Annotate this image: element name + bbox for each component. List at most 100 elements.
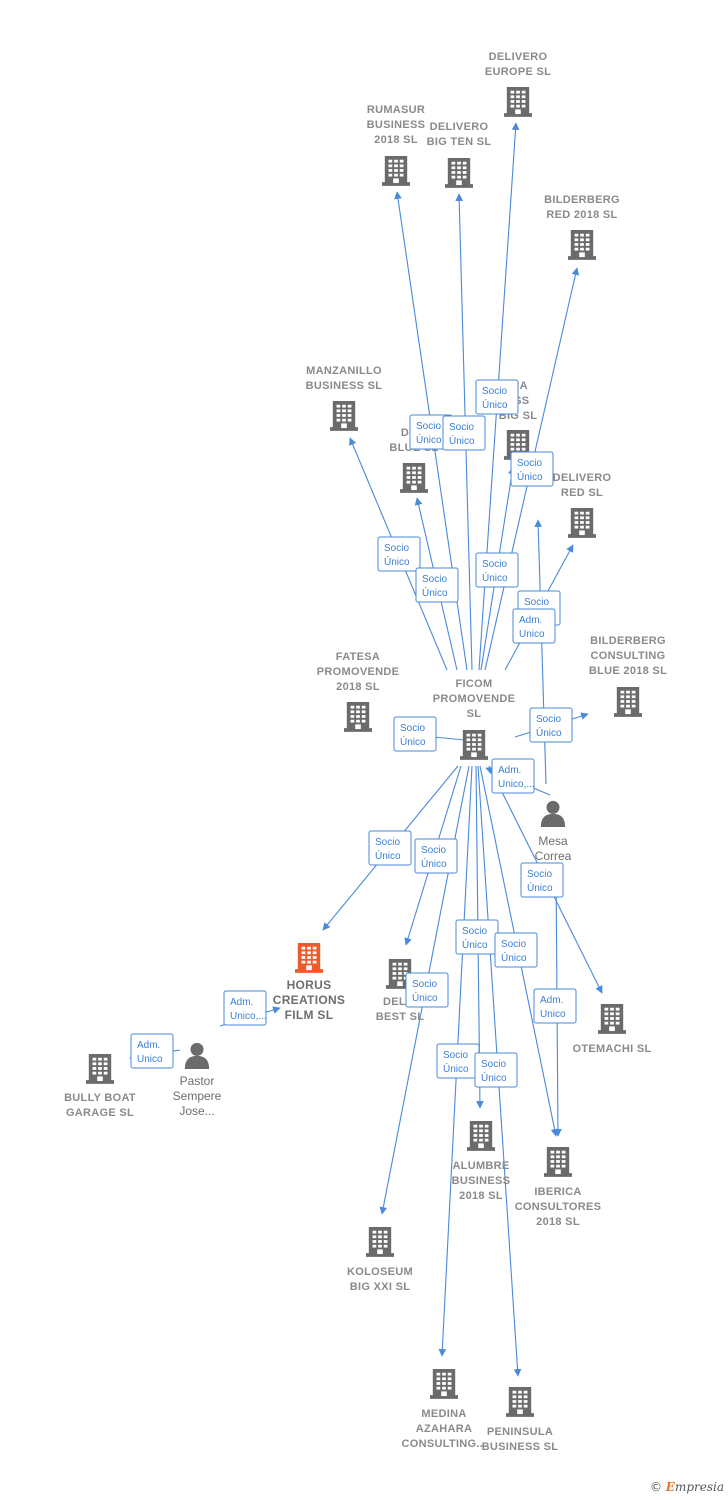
node-label-line: BULLY BOAT xyxy=(64,1092,136,1104)
edge-label-mesa-to-iberica_cons[interactable]: Adm.Unico xyxy=(533,988,577,1024)
edge-label-line: Socio xyxy=(422,574,447,585)
node-label-line: Jose... xyxy=(179,1104,214,1118)
building-icon xyxy=(568,230,596,260)
node-label-line: BEST SL xyxy=(376,1011,425,1023)
node-label-line: ALUMBRE xyxy=(452,1160,509,1172)
node-label-line: BILDERBERG xyxy=(590,635,666,647)
node-label-line: 2018 SL xyxy=(336,681,380,693)
building-icon xyxy=(295,943,323,973)
edge-label-line: Socio xyxy=(416,421,441,432)
edge-label-pastor-to-horus[interactable]: Adm.Unico,... xyxy=(223,990,267,1026)
node-label-line: FATESA xyxy=(336,651,380,663)
node-label-line: RED 2018 SL xyxy=(546,209,617,221)
node-label-line: FILM SL xyxy=(285,1008,334,1022)
building-icon xyxy=(467,1121,495,1151)
node-label-line: BIG TEN SL xyxy=(427,136,492,148)
edge-label-line: Único xyxy=(400,735,426,748)
node-label-line: PROMOVENDE xyxy=(317,666,399,678)
company-node-bilderberg_red[interactable]: BILDERBERG RED 2018 SL xyxy=(544,194,620,260)
building-icon xyxy=(460,730,488,760)
node-label-line: Correa xyxy=(535,849,572,863)
node-label-line: BILDERBERG xyxy=(544,194,620,206)
edge-label-line: Único xyxy=(482,571,508,584)
edge-label-line: Socio xyxy=(481,1059,506,1070)
edge-label-line: Único xyxy=(527,881,553,894)
edge-label-line: Único xyxy=(517,470,543,483)
node-label-line: SL xyxy=(467,708,482,720)
node-label-line: PENINSULA xyxy=(487,1426,553,1438)
building-icon xyxy=(330,401,358,431)
node-label-line: Sempere xyxy=(173,1089,222,1103)
node-label-line: CONSULTING xyxy=(591,650,666,662)
node-label-line: CONSULTING... xyxy=(402,1438,487,1450)
node-label-line: RUMASUR xyxy=(367,104,425,116)
watermark: © Empresia xyxy=(650,1480,724,1494)
edge-label-mesa-to-ficom[interactable]: Adm.Unico xyxy=(512,608,556,644)
node-label-line: CONSULTORES xyxy=(515,1201,602,1213)
node-label-line: AZAHARA xyxy=(416,1423,472,1435)
building-icon xyxy=(544,1147,572,1177)
company-node-medina[interactable]: MEDINAAZAHARACONSULTING... xyxy=(402,1369,487,1450)
person-node-pastor[interactable]: PastorSempereJose... xyxy=(173,1042,222,1118)
node-label-line: DELIVERO xyxy=(489,51,548,63)
edge-label-line: Único xyxy=(443,1062,469,1075)
node-label-line: BIG XXI SL xyxy=(350,1281,410,1293)
edge-label-line: Socio xyxy=(412,979,437,990)
node-label-line: BUSINESS SL xyxy=(306,380,383,392)
node-label-line: Pastor xyxy=(180,1074,215,1088)
person-icon xyxy=(184,1042,210,1069)
building-icon xyxy=(400,463,428,493)
edge-label-line: Único xyxy=(375,849,401,862)
node-label-line: IBERICA xyxy=(534,1186,581,1198)
brand-logo-initial: E xyxy=(665,1480,675,1494)
edge-label-line: Socio xyxy=(501,939,526,950)
edge-label-line: Socio xyxy=(421,845,446,856)
edge-label-line: Unico xyxy=(519,629,545,640)
company-node-fatesa[interactable]: FATESA PROMOVENDE 2018 SL xyxy=(317,651,399,732)
node-label-line: Mesa xyxy=(538,834,568,848)
edge-label-line: Único xyxy=(449,434,475,447)
edge-label-line: Socio xyxy=(462,926,487,937)
node-label-line: CREATIONS xyxy=(273,993,345,1007)
building-icon xyxy=(86,1054,114,1084)
node-label-line: BUSINESS xyxy=(452,1175,511,1187)
company-node-otemachi[interactable]: OTEMACHI SL xyxy=(572,1004,651,1055)
edge-label-line: Único xyxy=(482,398,508,411)
edge-label-mesa-to-ficom[interactable]: Adm.Unico,... xyxy=(491,758,535,794)
company-node-delivero_bigten[interactable]: DELIVERO BIG TEN SL xyxy=(427,121,492,188)
edge-label-line: Adm. xyxy=(137,1040,160,1051)
edge-label-pastor-to-bully[interactable]: Adm.Unico xyxy=(130,1033,174,1069)
edges-layer xyxy=(129,122,603,1377)
node-label-line: DELIVERO xyxy=(430,121,489,133)
edge-label-line: Único xyxy=(462,938,488,951)
